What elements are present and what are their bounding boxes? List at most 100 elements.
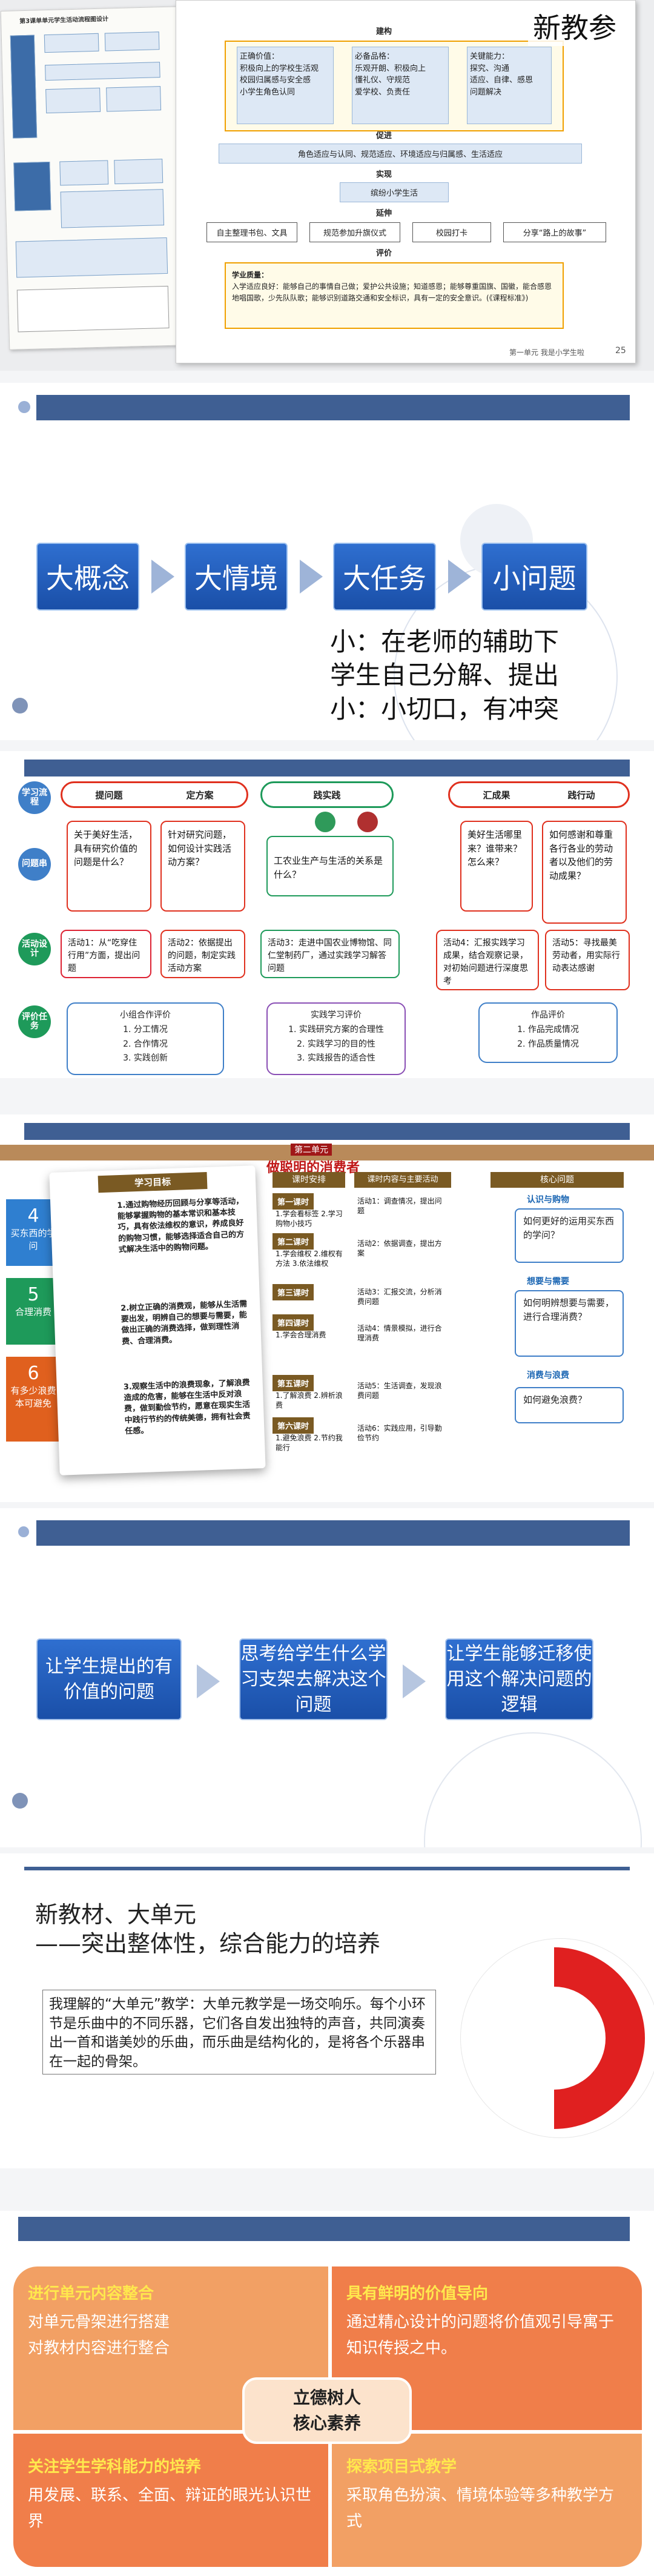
eval-practice-learning: 实践学习评价 1. 实践研究方案的合理性 2. 实践学习的目的性 3. 实践报告… — [266, 1002, 406, 1075]
extend-box: 自主整理书包、文具 — [206, 222, 297, 242]
activity-2: 活动2：依据调查，提出方案 — [357, 1239, 448, 1258]
section-extend: 延伸 — [376, 207, 392, 218]
activity-box-3: 活动3：走进中国农业博物馆、同仁堂制药厂，通过实践学习解答问题 — [260, 930, 400, 978]
core-question-3: 如何避免浪费？ — [515, 1387, 624, 1423]
content-header: 课时内容与主要活动 — [354, 1172, 451, 1188]
core-header: 核心问题 — [490, 1172, 624, 1188]
topic-label: 合理消费 — [8, 1305, 58, 1318]
stage-plan: 定方案 — [164, 789, 236, 801]
page-number: 25 — [615, 346, 626, 356]
activity-1: 活动1：调查情况，提出问题 — [357, 1196, 448, 1216]
mini-box — [106, 86, 161, 111]
mini-box — [45, 88, 101, 113]
lesson-1: 第一课时 — [272, 1193, 314, 1210]
label-activity-design: 活动设计 — [18, 933, 51, 965]
quote-box: 我理解的“大单元”教学：大单元教学是一场交响乐。每个小环节是乐曲中的不同乐器，它… — [42, 1990, 436, 2074]
value-box: 正确价值： 积极向上的学校生活观 校园归属感与安全感 小学生角色认同 — [237, 47, 334, 124]
mini-box — [17, 286, 170, 333]
section-evaluate: 评价 — [376, 247, 392, 258]
arrow-right-icon — [448, 560, 471, 594]
ability-box-line: 适应、自律、感恩 — [470, 74, 549, 87]
slide-header-bar — [24, 1123, 630, 1140]
character-box-title: 必备品格： — [355, 51, 446, 63]
topic-number: 6 — [8, 1363, 58, 1384]
decor-dot — [18, 401, 30, 413]
feature-line: 对单元骨架进行搭建 — [28, 2309, 314, 2336]
eval-item: 2. 合作情况 — [73, 1038, 218, 1052]
eval-item: 1. 实践研究方案的合理性 — [272, 1023, 400, 1038]
flow-rail — [10, 35, 37, 139]
evaluation-box: 学业质量： 入学适应良好：能够自己的事情自己做；爱护公共设施；知道感恩；能够尊重… — [225, 262, 564, 329]
feature-line: 对教材内容进行整合 — [28, 2336, 314, 2362]
value-box-title: 正确价值： — [240, 51, 331, 63]
half-circle-inner — [503, 1987, 606, 2090]
learning-goals-card: 学习目标 1.通过购物经历回顾与分享等活动，能够掌握购物的基本常识和基本技巧，具… — [49, 1165, 265, 1475]
character-box: 必备品格： 乐观开朗、积极向上 懂礼仪、守规范 爱学校、负责任 — [352, 47, 449, 124]
lesson-2-note: 1.学会维权 2.维权有方法 3.依法维权 — [276, 1249, 348, 1268]
mini-box — [59, 160, 108, 185]
stage-practice: 践实践 — [291, 789, 363, 801]
evaluation-text: 入学适应良好：能够自己的事情自己做；爱护公共设施；知道感恩；能够尊重国旗、国徽，… — [232, 281, 557, 304]
eval-item: 2. 实践学习的目的性 — [272, 1038, 400, 1052]
goal-header: 学习目标 — [98, 1172, 208, 1193]
question-box-5: 如何感谢和尊重各行各业的劳动者以及他们的劳动成果？ — [542, 821, 627, 924]
note-line: 小：在老师的辅助下 — [330, 625, 559, 658]
note-line: 学生自己分解、提出 — [330, 658, 559, 692]
slide-title: 新教材、大单元 — [35, 1896, 196, 1929]
core-question-2: 如何明辨想要与需要，进行合理消费？ — [515, 1290, 624, 1357]
core-title-1: 认识与购物 — [527, 1193, 569, 1205]
goal-text-3: 3.观察生活中的浪费现象，了解浪费造成的危害，能够在生活中反对浪费，做到勤俭节约… — [124, 1377, 259, 1437]
evaluation-title: 学业质量： — [232, 270, 557, 281]
lesson-4: 第四课时 — [272, 1314, 314, 1331]
lesson-6: 第六课时 — [272, 1417, 314, 1434]
ability-box-line: 问题解决 — [470, 87, 549, 99]
decor-dot — [18, 1526, 29, 1537]
topic-tile-3: 6 有多少浪费本可避免 — [6, 1357, 61, 1442]
stage-act: 践行动 — [545, 789, 618, 801]
flow-box-big-context: 大情境 — [185, 543, 288, 611]
slide-student-thinking: 让学生提出的有价值的问题 思考给学生什么学习支架去解决这个问题 让学生能够迁移使… — [0, 1508, 654, 1847]
eval-title: 实践学习评价 — [272, 1008, 400, 1023]
value-box-line: 小学生角色认同 — [240, 87, 331, 99]
question-box-4: 美好生活哪里来？谁带来？怎么来？ — [460, 821, 533, 912]
mini-box — [61, 189, 165, 228]
arrow-right-icon — [151, 560, 174, 594]
question-box-2: 针对研究问题，如何设计实践活动方案？ — [160, 821, 245, 912]
mini-box — [45, 62, 160, 81]
activity-3: 活动3：汇报交流，分析消费问题 — [357, 1287, 448, 1306]
mini-box — [105, 31, 160, 51]
label-evaluation-task: 评价任务 — [18, 1005, 51, 1038]
core-question-1: 如何更好的运用买东西的学问？ — [515, 1208, 624, 1263]
header-rule — [24, 1867, 630, 1870]
note-line: 小：小切口，有冲突 — [330, 692, 559, 726]
center-line: 核心素养 — [293, 2411, 361, 2436]
extend-box: 分享“路上的故事” — [503, 222, 606, 242]
character-box-line: 懂礼仪、守规范 — [355, 74, 446, 87]
extend-box: 校园打卡 — [412, 222, 491, 242]
slide-header-bar — [24, 760, 630, 776]
eval-item: 3. 实践创新 — [73, 1051, 218, 1066]
flow-rail — [13, 162, 51, 211]
section-realize: 实现 — [376, 168, 392, 179]
activity-4: 活动4：情景模拟，进行合理消费 — [357, 1323, 448, 1343]
goal-text-1: 1.通过购物经历回顾与分享等活动，能够掌握购物的基本常识和基本技巧，具有依法维权… — [117, 1196, 252, 1256]
slide-header-bar — [36, 1520, 630, 1546]
stage-report: 汇成果 — [460, 789, 533, 801]
arrow-right-icon — [197, 1664, 220, 1698]
activity-box-4: 活动4：汇报实践学习成果，结合观察记录，对初始问题进行深度思考 — [436, 930, 539, 990]
badge-new-reference: 新教参 — [528, 6, 621, 46]
lesson-4-note: 1.学会合理消费 — [276, 1330, 348, 1340]
mini-box — [44, 33, 99, 53]
label-learning-flow: 学习流程 — [18, 781, 51, 814]
character-box-line: 乐观开朗、积极向上 — [355, 63, 446, 75]
textbook-photo: 第3课单单元学生活动流程图设计 建构 正确价值： 积极向上的学校生活观 校园归属… — [0, 0, 654, 371]
slide-activity-plan: 学习流程 问题串 活动设计 评价任务 提问题 定方案 践实践 汇成果 践行动 关… — [0, 751, 654, 1078]
unit-label: 第二单元 — [291, 1144, 332, 1156]
stage-ask: 提问题 — [73, 789, 145, 801]
lesson-3: 第三课时 — [272, 1284, 314, 1300]
mini-box — [16, 237, 168, 278]
topic-tile-2: 5 合理消费 — [6, 1278, 61, 1345]
section-promote: 促进 — [376, 129, 392, 141]
step-box-1: 让学生提出的有价值的问题 — [36, 1638, 182, 1720]
arrange-header: 课时安排 — [272, 1172, 345, 1188]
